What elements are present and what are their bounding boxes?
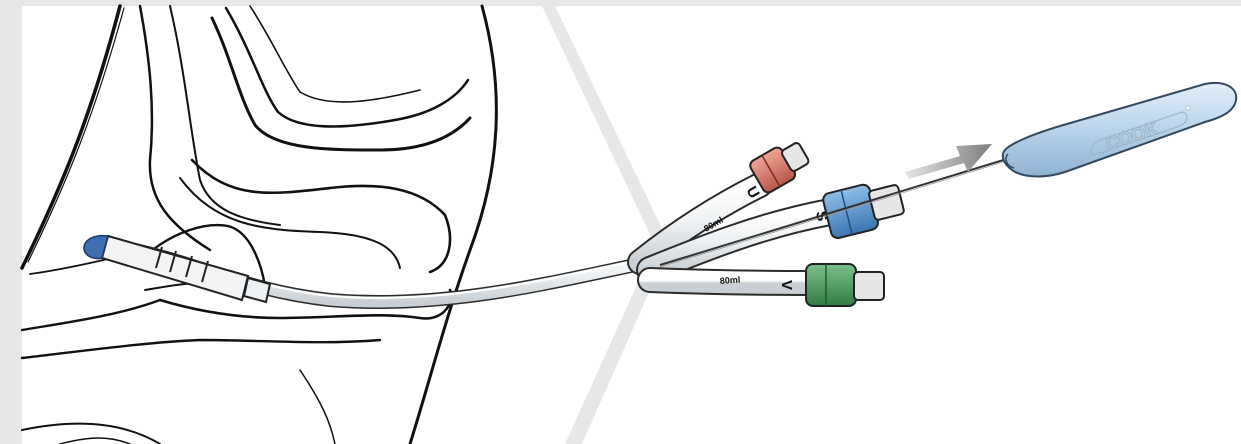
port-v-volume: 80ml	[719, 275, 740, 286]
port-v-letter: V	[778, 280, 795, 290]
anatomy-panel	[22, 6, 655, 444]
